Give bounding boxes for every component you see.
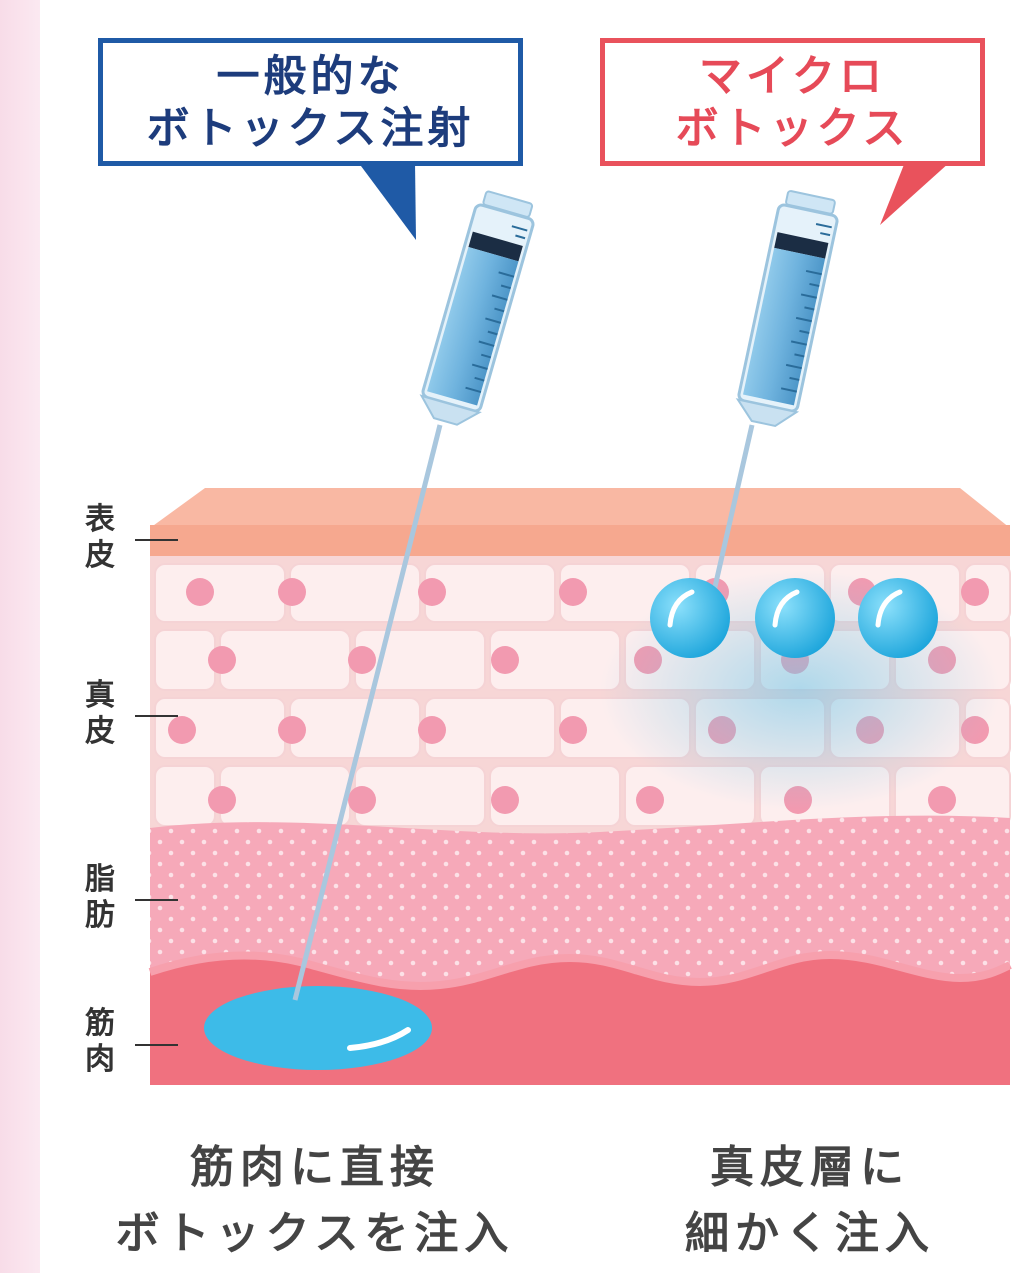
dermis-label: 真皮 xyxy=(80,678,120,750)
caption-micro-line1: 真皮層に xyxy=(710,1142,910,1193)
standard-bubble-line2: ボトックス注射 xyxy=(146,104,475,154)
epidermis-layer xyxy=(150,525,1010,557)
background-strip xyxy=(0,0,40,1273)
micro-botox-bubble: マイクロ ボトックス xyxy=(600,38,985,166)
dermis-label-text: 真皮 xyxy=(85,678,115,749)
micro-syringe xyxy=(735,190,839,427)
caption-standard: 筋肉に直接 ボトックスを注入 xyxy=(80,1135,550,1267)
muscle-label-text: 筋肉 xyxy=(85,1006,115,1077)
micro-bubble-line2: ボトックス xyxy=(675,104,910,154)
bubble-pointer-micro xyxy=(880,162,950,225)
micro-botox-spheres xyxy=(650,578,938,658)
standard-syringe xyxy=(419,190,535,426)
caption-standard-line1: 筋肉に直接 xyxy=(190,1142,440,1193)
fat-label: 脂肪 xyxy=(80,862,120,934)
caption-standard-line2: ボトックスを注入 xyxy=(115,1208,515,1259)
micro-needle xyxy=(709,424,755,601)
epidermis-top xyxy=(150,488,1010,528)
muscle-label: 筋肉 xyxy=(80,1006,120,1078)
epidermis-label: 表皮 xyxy=(80,502,120,574)
standard-botox-bubble: 一般的な ボトックス注射 xyxy=(98,38,523,166)
micro-bubble-line1: マイクロ xyxy=(698,52,887,102)
muscle-botox-pool xyxy=(204,986,432,1070)
standard-bubble-line1: 一般的な xyxy=(216,52,405,102)
muscle-edge xyxy=(148,950,1012,990)
standard-needle xyxy=(292,424,443,1001)
fat-label-text: 脂肪 xyxy=(85,862,115,933)
bubble-pointer-standard xyxy=(358,162,416,240)
epidermis-label-text: 表皮 xyxy=(85,502,115,573)
caption-micro: 真皮層に 細かく注入 xyxy=(640,1135,980,1267)
caption-micro-line2: 細かく注入 xyxy=(685,1208,935,1259)
fat-texture xyxy=(150,815,1010,990)
